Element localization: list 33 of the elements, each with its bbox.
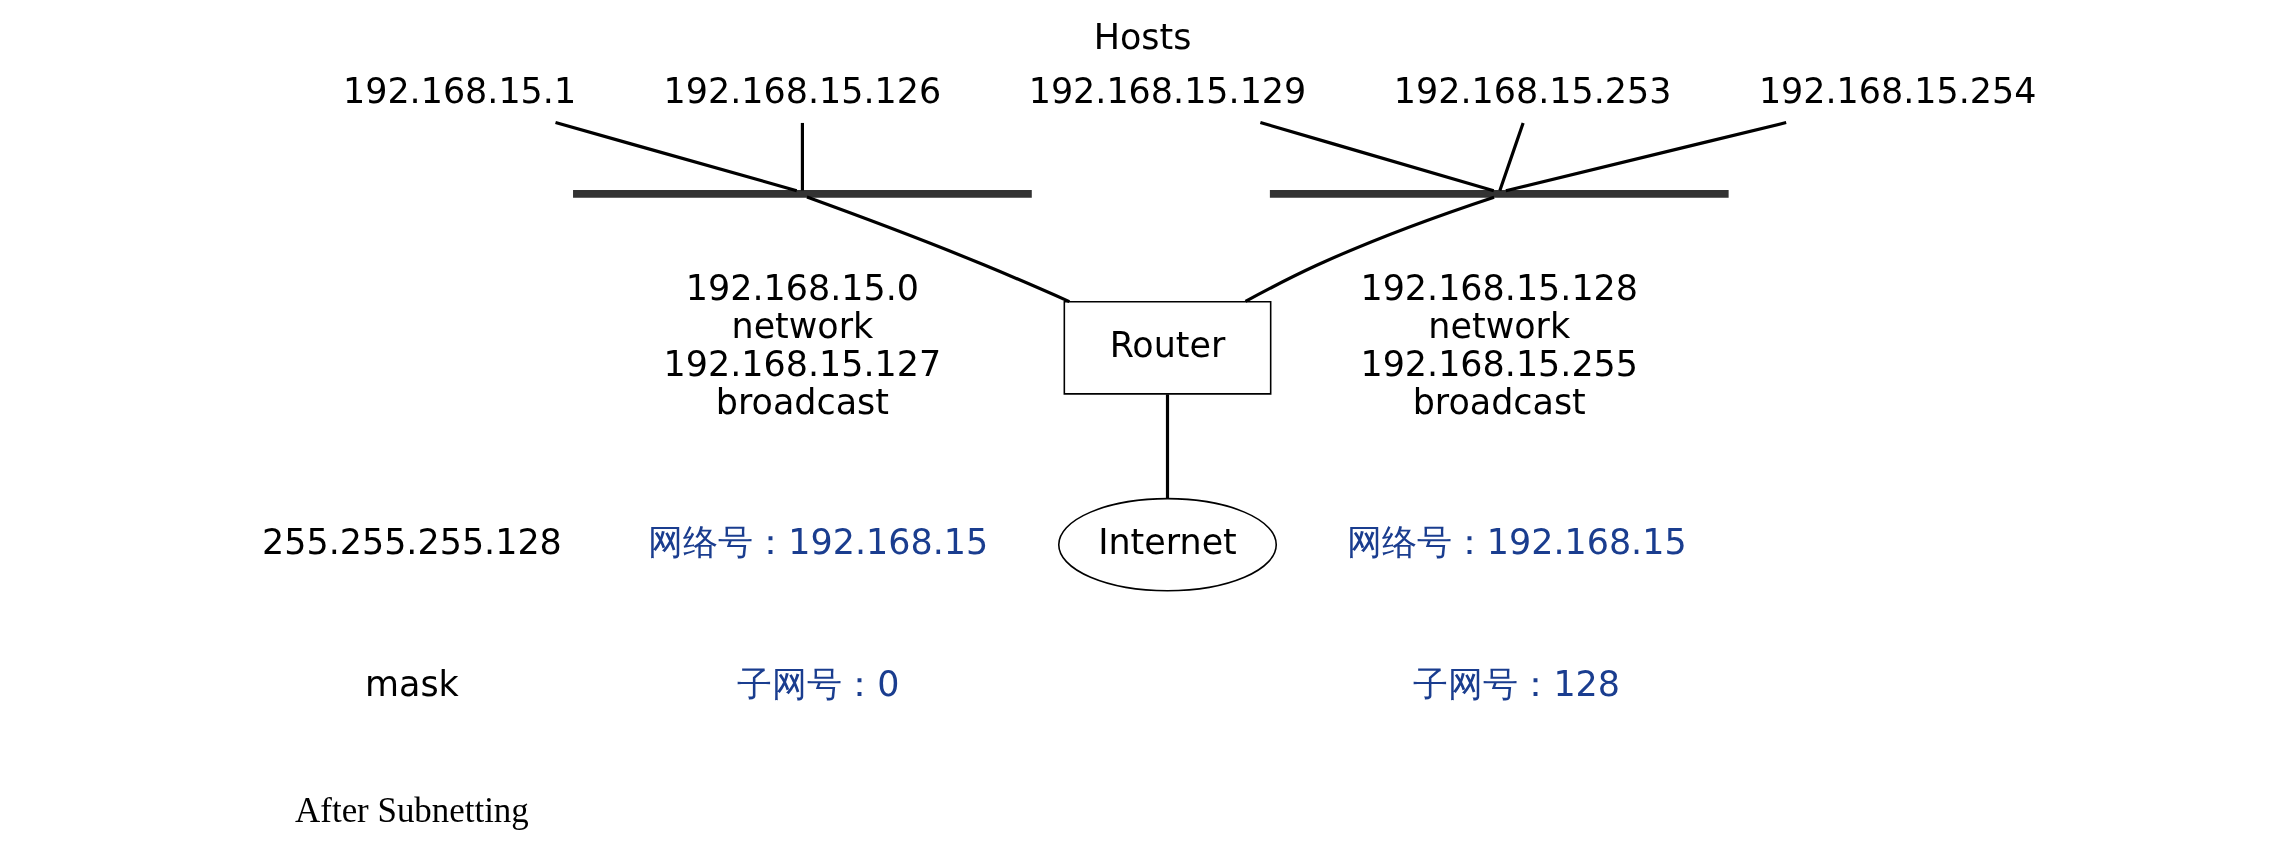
node-text: 192.168.15.126 — [663, 70, 942, 111]
label: 子网号：0 — [737, 664, 900, 705]
connector — [1505, 121, 1787, 193]
node-text: 192.168.15.253 — [1393, 70, 1672, 111]
node-label: broadcast — [1412, 381, 1586, 422]
connector — [1165, 394, 1170, 499]
label: 子网号：128 — [1413, 664, 1621, 705]
node-text: 192.168.15.1 — [342, 70, 577, 111]
node-bar — [1269, 189, 1729, 198]
node-label: 192.168.15.128 — [1360, 267, 1639, 308]
label: mask — [365, 664, 459, 705]
node-text: 192.168.15.254 — [1758, 70, 2037, 111]
node-bar — [573, 189, 1032, 198]
node-ellipse: Internet — [1057, 497, 1278, 592]
connector — [555, 121, 798, 193]
connector — [800, 122, 804, 191]
connector — [1244, 195, 1495, 303]
connector — [1259, 121, 1495, 193]
label: 255.255.255.128 — [262, 521, 562, 562]
diagram-title: Hosts — [1093, 16, 1192, 57]
connector — [806, 195, 1070, 304]
node-label: network — [1428, 305, 1571, 346]
node-label: 192.168.15.0 — [685, 267, 919, 308]
node-box: Router — [1063, 301, 1272, 395]
label: 网络号：192.168.15 — [648, 521, 989, 562]
label: 网络号：192.168.15 — [1346, 521, 1687, 562]
connector — [1498, 122, 1525, 191]
node-label: 192.168.15.127 — [663, 343, 942, 384]
node-label: network — [731, 305, 874, 346]
node-label: broadcast — [715, 381, 889, 422]
node-text: 192.168.15.129 — [1028, 70, 1307, 111]
node-label: 192.168.15.255 — [1360, 343, 1639, 384]
caption: After Subnetting — [295, 790, 529, 830]
